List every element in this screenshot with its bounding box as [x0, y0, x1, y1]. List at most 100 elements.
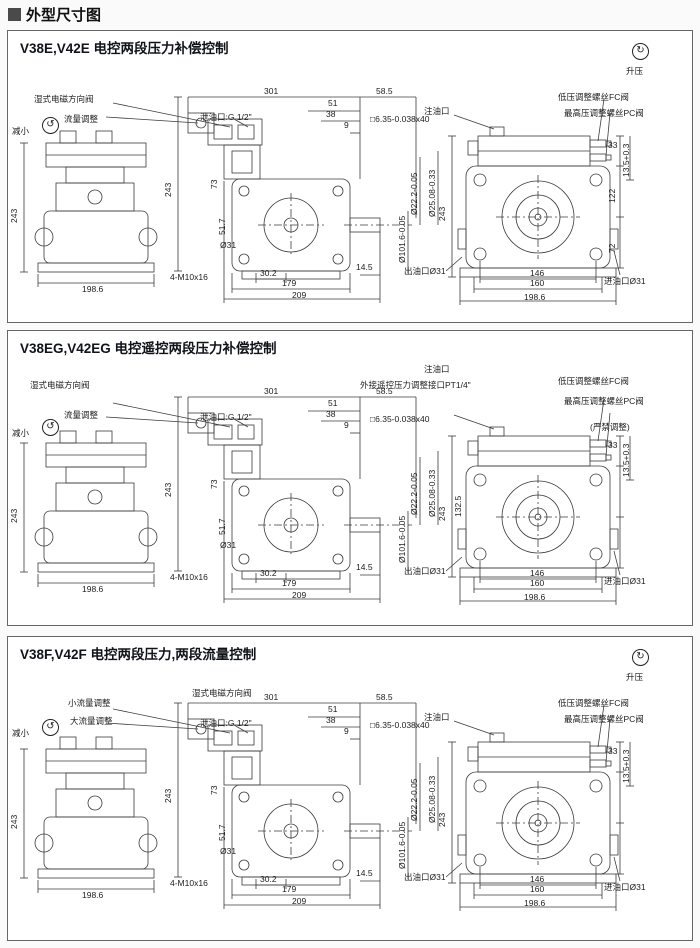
- pc-valve-label: 最高压调整螺丝PC阀: [564, 396, 644, 406]
- decrease-icon: ↺: [42, 117, 59, 134]
- dim-label: 58.5: [376, 692, 393, 702]
- flow-adjust-label: 流量调整: [64, 114, 99, 124]
- decrease-label: 减小: [12, 428, 30, 438]
- dim-label: 243: [437, 506, 447, 521]
- decrease-icon: ↺: [42, 719, 59, 736]
- dim-label: 33: [608, 440, 618, 450]
- dim-label: 122: [607, 188, 617, 203]
- dim-label: 73: [209, 479, 219, 489]
- dim-label: 243: [163, 182, 173, 197]
- dim-label: 160: [530, 578, 545, 588]
- dim-label: 51.7: [217, 218, 227, 235]
- dim-label: 33: [608, 746, 618, 756]
- dim-label: 30.2: [260, 268, 277, 278]
- dim-label: Ø31: [220, 540, 237, 550]
- page-header: 外型尺寸图: [8, 4, 101, 25]
- panel-title: V38F,V42F 电控两段压力,两段流量控制: [20, 647, 257, 662]
- dim-label: 301: [264, 692, 279, 702]
- dim-label: 198.6: [524, 292, 546, 302]
- dim-label: 13.5+0.3: [621, 749, 631, 783]
- dim-label: 243: [163, 788, 173, 803]
- drain-port-label: 泄油口:G 1/2": [200, 112, 252, 122]
- dim-label: 198.6: [524, 592, 546, 602]
- dim-label: 38: [326, 409, 336, 419]
- dim-label: 38: [326, 715, 336, 725]
- dim-label: Ø25.08-0.33: [427, 469, 437, 517]
- dim-label: 243: [437, 206, 447, 221]
- large-flow-adjust-label: 大流量调整: [70, 716, 113, 726]
- dim-label: 198.6: [82, 584, 104, 594]
- outlet-port-label: 出油口Ø31: [404, 872, 446, 882]
- dim-label: 146: [530, 568, 545, 578]
- wet-solenoid-valve-label: 湿式电磁方向阀: [30, 380, 90, 390]
- dim-label: 51: [328, 98, 338, 108]
- inlet-port-label: 进油口Ø31: [604, 882, 646, 892]
- pc-valve-label: 最高压调整螺丝PC阀: [564, 714, 644, 724]
- dim-label: 51: [328, 398, 338, 408]
- dim-label: Ø31: [220, 240, 237, 250]
- flow-adjust-label: 流量调整: [64, 410, 99, 420]
- dim-label: 243: [9, 208, 19, 223]
- dim-label: 146: [530, 874, 545, 884]
- dim-label: 198.6: [524, 898, 546, 908]
- dim-label: 146: [530, 268, 545, 278]
- dim-label: 73: [209, 785, 219, 795]
- dim-label: 179: [282, 278, 297, 288]
- pressure-rise-icon: ↻: [632, 43, 649, 60]
- dim-label: 51.7: [217, 824, 227, 841]
- panel-title: V38EG,V42EG 电控遥控两段压力补偿控制: [20, 341, 277, 356]
- dim-label: Ø25.08-0.33: [427, 169, 437, 217]
- dim-label: 13.5+0.3: [621, 143, 631, 177]
- inlet-port-label: 进油口Ø31: [604, 276, 646, 286]
- dim-label: 14.5: [356, 562, 373, 572]
- dim-label: 209: [292, 290, 307, 300]
- outlet-port-label: 出油口Ø31: [404, 266, 446, 276]
- dim-label: 33: [608, 140, 618, 150]
- dim-label: Ø22.2-0.05: [409, 472, 419, 515]
- dim-label: 209: [292, 896, 307, 906]
- no-adjust-note: (严禁调整): [590, 422, 630, 432]
- panel-title: V38E,V42E 电控两段压力补偿控制: [20, 41, 229, 56]
- dim-label: 243: [9, 814, 19, 829]
- remote-port-label: 外接遥控压力调整接口PT1/4": [360, 380, 471, 390]
- key-spec-label: □6.35-0.038x40: [370, 720, 430, 730]
- pressure-rise-label: 升压: [626, 672, 644, 682]
- dim-label: 243: [9, 508, 19, 523]
- dim-label: Ø22.2-0.05: [409, 172, 419, 215]
- dim-label: 9: [344, 120, 349, 130]
- decrease-icon: ↺: [42, 419, 59, 436]
- dim-label: 14.5: [356, 868, 373, 878]
- dim-label: 179: [282, 884, 297, 894]
- dim-label: 160: [530, 278, 545, 288]
- panel-v38eg-v42eg: V38EG,V42EG 电控遥控两段压力补偿控制 湿式电磁方向阀流量调整减小 ↺ 外…: [7, 330, 693, 626]
- dim-label: 9: [344, 726, 349, 736]
- decrease-label: 减小: [12, 126, 30, 136]
- pressure-rise-icon: ↻: [632, 649, 649, 666]
- dim-label: 9: [344, 420, 349, 430]
- dim-label: 198.6: [82, 284, 104, 294]
- dim-label: 243: [163, 482, 173, 497]
- fc-valve-label: 低压调整螺丝FC阀: [558, 92, 629, 102]
- small-flow-adjust-label: 小流量调整: [68, 698, 111, 708]
- dim-label: 4-M10x16: [170, 272, 208, 282]
- decrease-label: 减小: [12, 728, 30, 738]
- dim-label: 209: [292, 590, 307, 600]
- panel-v38e-v42e: V38E,V42E 电控两段压力补偿控制 升压↻湿式电磁方向阀流量调整减小↺30…: [7, 30, 693, 323]
- dim-label: 4-M10x16: [170, 572, 208, 582]
- dim-label: 72: [607, 243, 617, 253]
- dim-label: 58.5: [376, 86, 393, 96]
- fc-valve-label: 低压调整螺丝FC阀: [558, 698, 629, 708]
- pressure-rise-label: 升压: [626, 66, 644, 76]
- dim-label: 73: [209, 179, 219, 189]
- dim-label: 13.5+0.3: [621, 443, 631, 477]
- dim-label: 160: [530, 884, 545, 894]
- dim-label: 243: [437, 812, 447, 827]
- header-square-icon: [8, 8, 21, 21]
- dim-label: 14.5: [356, 262, 373, 272]
- fill-port-label: 注油口: [424, 712, 450, 722]
- dim-label: 51.7: [217, 518, 227, 535]
- inlet-port-label: 进油口Ø31: [604, 576, 646, 586]
- dim-label: Ø31: [220, 846, 237, 856]
- pc-valve-label: 最高压调整螺丝PC阀: [564, 108, 644, 118]
- dim-label: 30.2: [260, 874, 277, 884]
